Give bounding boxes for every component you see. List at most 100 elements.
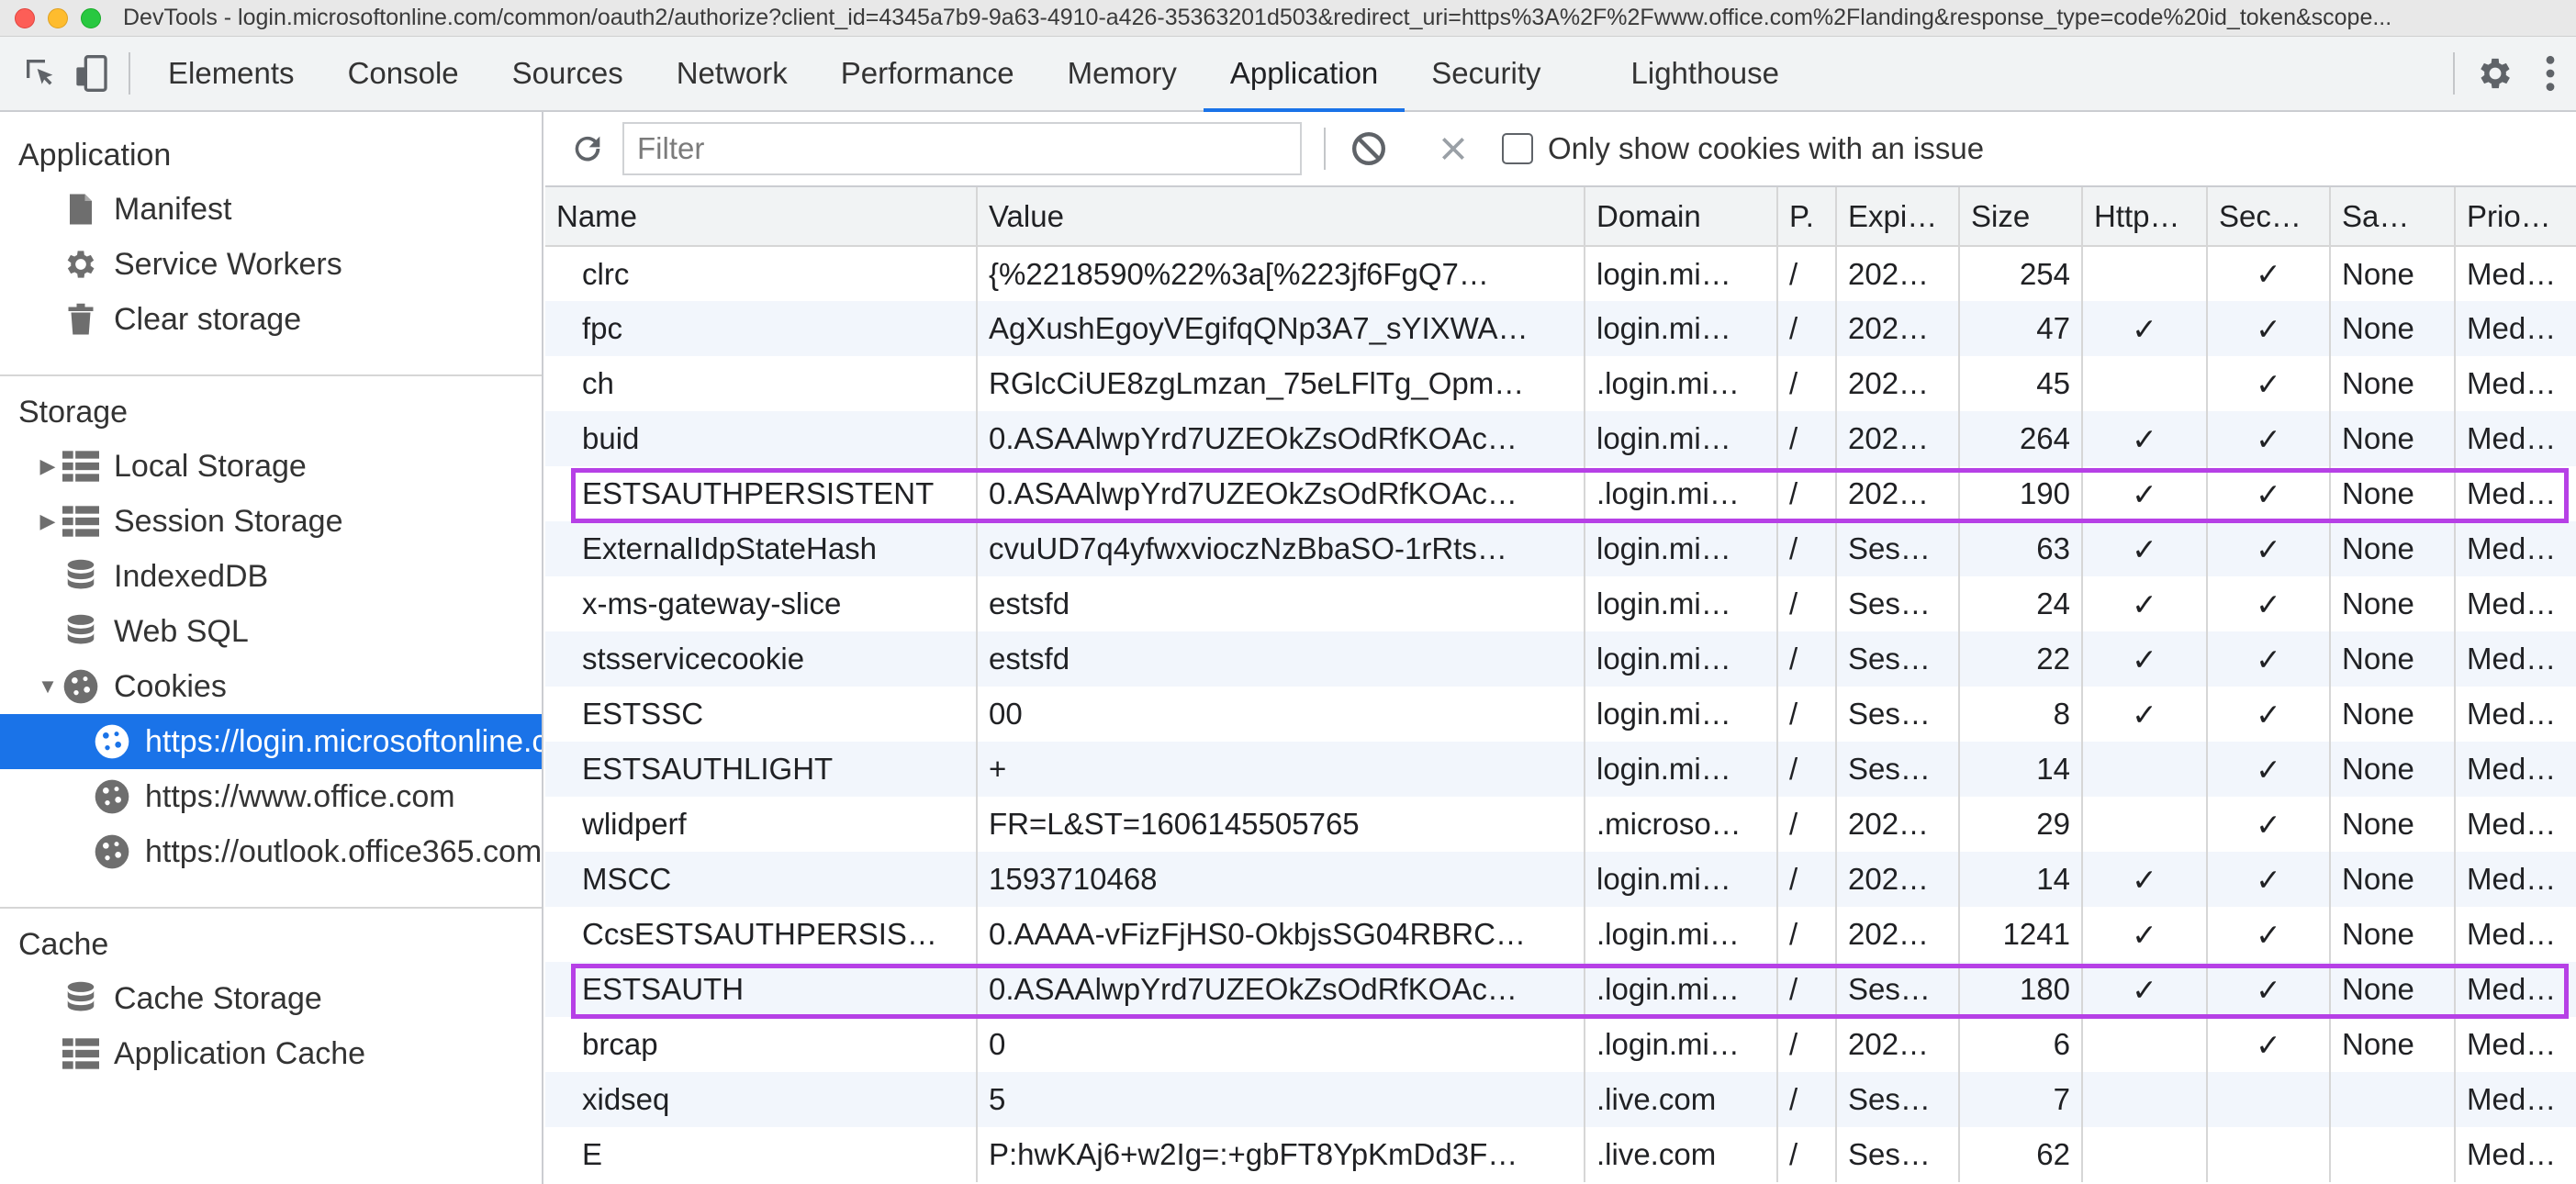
zoom-window-button[interactable] <box>81 7 101 28</box>
table-cell: ✓ <box>2082 631 2208 687</box>
sidebar-item-label: Session Storage <box>114 503 343 539</box>
table-cell: / <box>1777 631 1837 687</box>
tab-memory[interactable]: Memory <box>1067 56 1177 90</box>
table-cell: ✓ <box>2082 852 2208 907</box>
sidebar-item-application-cache[interactable]: Application Cache <box>0 1026 542 1081</box>
table-cell <box>2082 797 2208 852</box>
table-cell: 180 <box>1959 962 2083 1017</box>
table-cell: login.mi… <box>1585 576 1778 631</box>
sidebar-item-service-workers[interactable]: Service Workers <box>0 237 542 292</box>
table-cell: 264 <box>1959 411 2083 466</box>
device-toolbar-icon[interactable] <box>66 37 118 110</box>
table-cell: Med… <box>2467 586 2557 620</box>
table-cell: Ses… <box>1836 742 1960 797</box>
tab-application[interactable]: Application <box>1203 37 1406 112</box>
collapse-triangle-icon[interactable]: ▼ <box>38 675 58 698</box>
column-header[interactable]: Size <box>1959 187 2083 247</box>
column-header[interactable]: Sec… <box>2207 187 2331 247</box>
table-cell: ✓ <box>2207 246 2331 301</box>
sidebar-item-label: https://www.office.com <box>145 778 455 814</box>
table-cell: .live.com <box>1585 1072 1778 1127</box>
tab-security[interactable]: Security <box>1431 56 1541 90</box>
table-cell <box>2082 1072 2208 1127</box>
column-header[interactable]: Http… <box>2082 187 2208 247</box>
table-row[interactable]: CcsESTSAUTHPERSIS…0.AAAA-vFizFjHS0-Okbjs… <box>545 907 2576 962</box>
table-cell: 29 <box>1959 797 2083 852</box>
table-cell: login.mi… <box>1585 687 1778 742</box>
table-cell: .login.mi… <box>1585 907 1778 962</box>
settings-gear-icon[interactable] <box>2466 37 2525 110</box>
delete-selected-icon[interactable] <box>1430 126 1476 172</box>
table-cell: ESTSAUTH <box>545 962 978 1017</box>
minimize-window-button[interactable] <box>48 7 68 28</box>
table-cell: Med… <box>2467 256 2557 291</box>
cookies-toolbar: Only show cookies with an issue <box>545 112 2576 187</box>
sidebar-item-cookie-login-microsoftonline[interactable]: https://login.microsoftonline.com <box>0 714 542 769</box>
panel-tabs: Elements Console Sources Network Performance… <box>141 37 1806 112</box>
column-header[interactable]: Expi… <box>1836 187 1960 247</box>
table-cell: 8 <box>1959 687 2083 742</box>
inspect-element-icon[interactable] <box>15 37 66 110</box>
table-cell: MSCC <box>545 852 978 907</box>
sidebar-item-cookie-outlook-office365[interactable]: https://outlook.office365.com <box>0 824 542 879</box>
table-cell: / <box>1777 356 1837 411</box>
tab-performance[interactable]: Performance <box>840 56 1014 90</box>
sidebar-item-indexeddb[interactable]: IndexedDB <box>0 549 542 604</box>
refresh-icon[interactable] <box>558 112 617 185</box>
sidebar-item-session-storage[interactable]: ▶ Session Storage <box>0 494 542 549</box>
table-cell: brcap <box>545 1017 978 1072</box>
column-header[interactable]: Name <box>545 187 978 247</box>
table-cell: ✓ <box>2207 631 2331 687</box>
expand-triangle-icon[interactable]: ▶ <box>39 454 56 477</box>
sidebar-item-web-sql[interactable]: Web SQL <box>0 604 542 659</box>
column-header[interactable]: Value <box>977 187 1585 247</box>
sidebar-item-cookies[interactable]: ▼ Cookies <box>0 659 542 714</box>
table-cell: 254 <box>1959 246 2083 301</box>
devtools-toolbar: Elements Console Sources Network Performance… <box>0 37 2576 112</box>
filter-input[interactable] <box>622 122 1302 175</box>
sidebar-item-cookie-www-office[interactable]: https://www.office.com <box>0 769 542 824</box>
table-cell: 63 <box>1959 521 2083 576</box>
tab-elements[interactable]: Elements <box>168 56 295 90</box>
table-row[interactable]: clrc{%2218590%22%3a[%223jf6FgQ7…login.mi… <box>545 246 2576 301</box>
column-header[interactable]: P. <box>1777 187 1837 247</box>
table-cell: Med… <box>2455 521 2576 576</box>
column-header[interactable]: Prio… <box>2455 187 2576 247</box>
table-cell: / <box>1777 411 1837 466</box>
tab-console[interactable]: Console <box>347 56 459 90</box>
cookie-icon <box>94 723 130 760</box>
tab-lighthouse[interactable]: Lighthouse <box>1630 56 1779 90</box>
sidebar-item-local-storage[interactable]: ▶ Local Storage <box>0 439 542 494</box>
clear-all-cookies-icon[interactable] <box>1346 126 1392 172</box>
close-window-button[interactable] <box>15 7 35 28</box>
sidebar-item-manifest[interactable]: Manifest <box>0 182 542 237</box>
column-header[interactable]: Sa… <box>2330 187 2456 247</box>
tab-network[interactable]: Network <box>676 56 788 90</box>
table-cell: .login.mi… <box>1585 1017 1778 1072</box>
sidebar-item-clear-storage[interactable]: Clear storage <box>0 292 542 347</box>
sidebar-item-cache-storage[interactable]: Cache Storage <box>0 971 542 1026</box>
more-options-icon[interactable] <box>2525 37 2576 110</box>
table-cell: cvuUD7q4yfwxvioczNzBbaSO-1rRts… <box>977 521 1585 576</box>
tab-sources[interactable]: Sources <box>511 56 623 90</box>
table-cell: ExternalIdpStateHash <box>545 521 978 576</box>
column-header[interactable]: Domain <box>1585 187 1778 247</box>
expand-triangle-icon[interactable]: ▶ <box>39 509 56 532</box>
only-issues-checkbox[interactable] <box>1502 133 1533 164</box>
